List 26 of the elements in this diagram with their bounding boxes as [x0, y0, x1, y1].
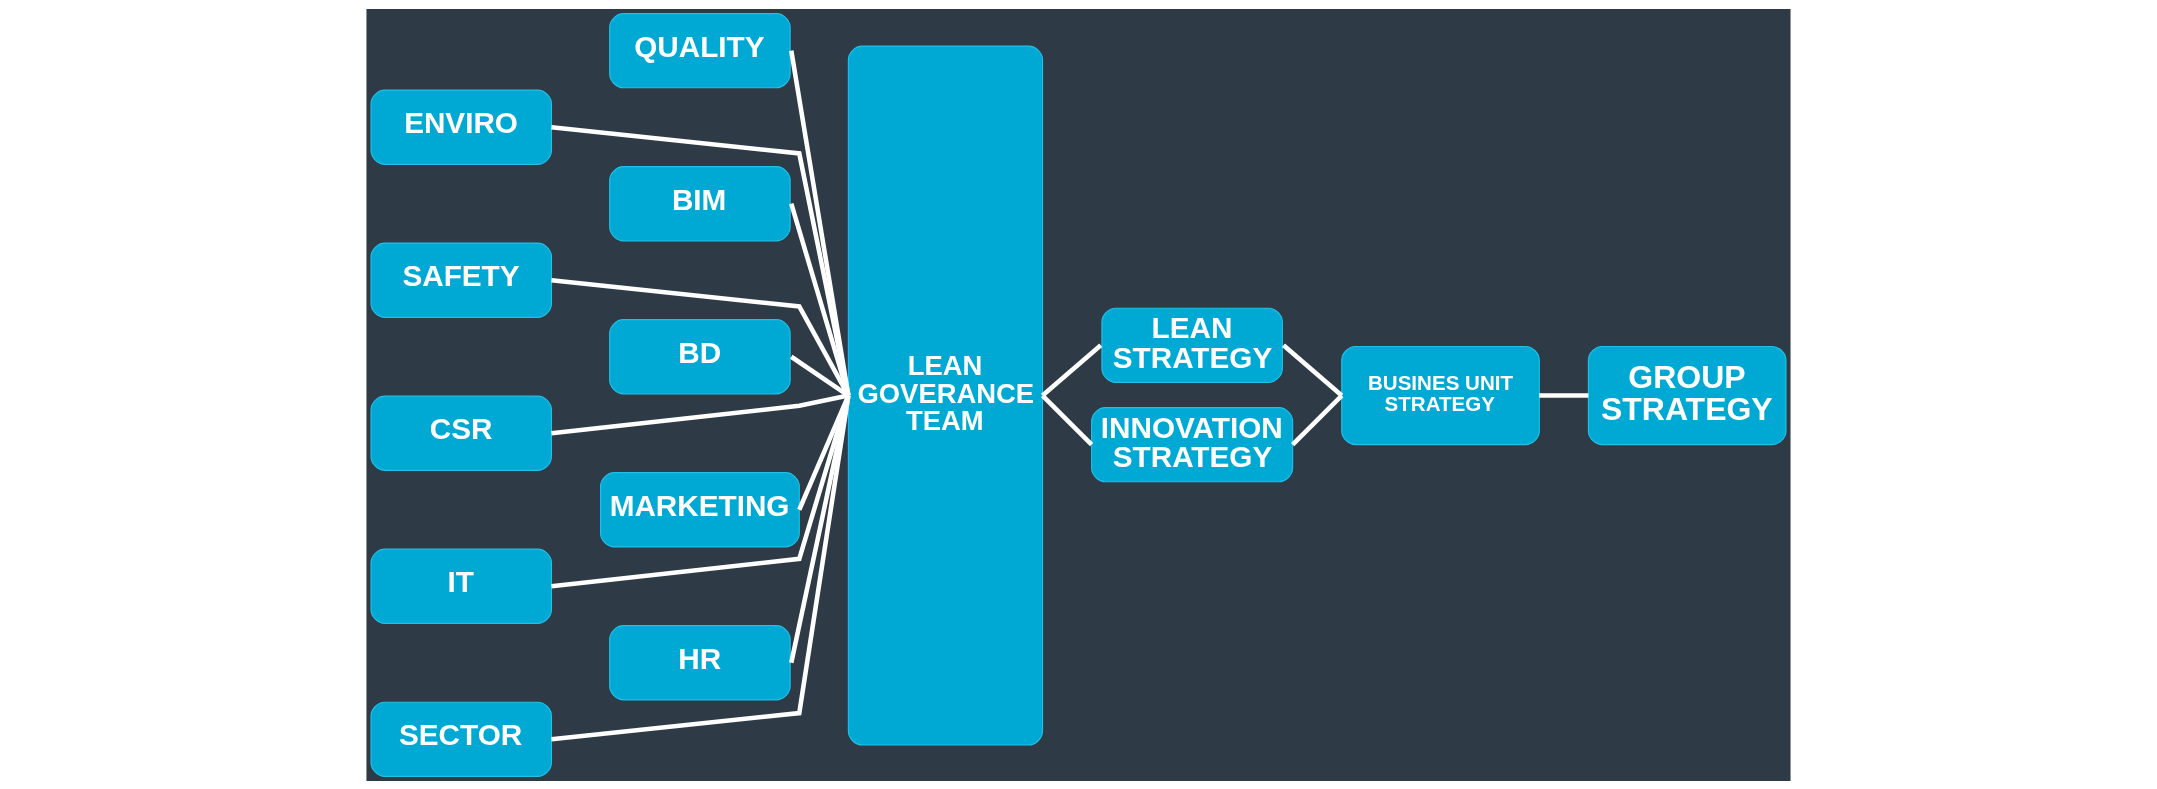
connector: [1041, 343, 1103, 397]
node-box: BIM: [609, 165, 791, 241]
node-box: IT: [370, 548, 553, 624]
node-box: LEAN GOVERANCE TEAM: [847, 45, 1044, 746]
connector: [1040, 393, 1094, 446]
connector: [551, 124, 851, 396]
node-box: CSR: [370, 395, 553, 471]
node-box: BD: [609, 318, 791, 394]
node-box: HR: [609, 624, 791, 700]
connector: [789, 202, 851, 396]
node-box: SAFETY: [370, 242, 553, 318]
node-box: SECTOR: [370, 701, 553, 777]
connector: [551, 392, 849, 436]
node-box: BUSINES UNIT STRATEGY: [1341, 345, 1540, 445]
node-box: ENVIRO: [370, 89, 553, 165]
connector: [1539, 392, 1589, 398]
connector: [789, 49, 851, 396]
connector: [551, 394, 851, 589]
connector: [1291, 393, 1344, 446]
node-box: QUALITY: [609, 12, 791, 88]
node-box: INNOVATION STRATEGY: [1091, 406, 1294, 482]
node-box: GROUP STRATEGY: [1587, 345, 1787, 445]
node-box: MARKETING: [600, 471, 800, 547]
node-box: LEAN STRATEGY: [1101, 307, 1283, 383]
connector: [551, 394, 851, 742]
connector: [1282, 343, 1344, 397]
